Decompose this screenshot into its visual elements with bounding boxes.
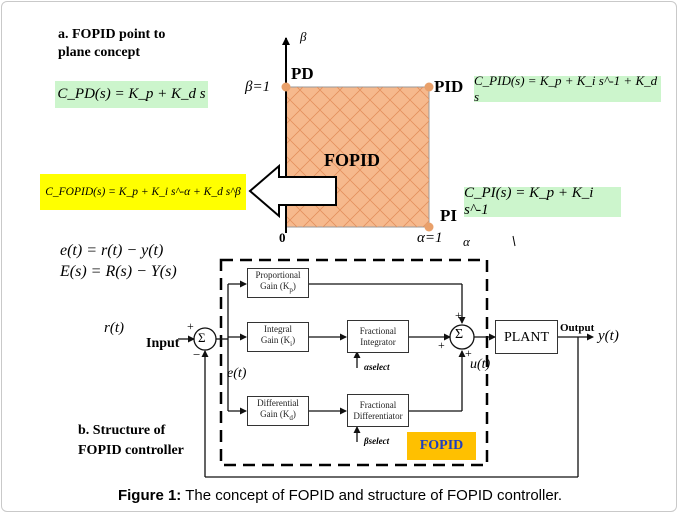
int-block-line2-wrap: Gain (Ki) — [260, 335, 296, 348]
diff-block-line1: Differential — [257, 398, 299, 409]
pid-dot — [424, 82, 434, 92]
sum-junction-1 — [193, 327, 217, 351]
s-domain-equation: E(s) = R(s) − Y(s) — [60, 263, 177, 280]
pid-formula-text: C_PID(s) = K_p + K_i s^-1 + K_d s — [474, 73, 658, 104]
pi-dot — [424, 222, 434, 232]
pd-dot — [281, 82, 291, 92]
fractional-integrator-block: Fractional Integrator — [347, 320, 409, 353]
diff-block-line2: Gain (K — [260, 409, 290, 420]
corner-pi-label: PI — [440, 206, 457, 225]
prop-block-line2-wrap: Gain (Kp) — [260, 281, 296, 294]
sum2-plus-left: + — [438, 338, 445, 352]
input-label: Input — [146, 336, 180, 351]
sum2-plus-bottom: + — [465, 346, 472, 360]
part-b-title-line2: FOPID controller — [78, 443, 184, 458]
int-block-sub: i — [290, 339, 293, 348]
fopid-boundary — [219, 258, 489, 467]
fopid-formula: C_FOPID(s) = K_p + K_i s^-α + K_d s^β — [40, 174, 246, 210]
frac-diff-line2: Differentiator — [353, 410, 403, 421]
prop-block-line2: Gain (K — [260, 281, 290, 292]
int-block-line2: Gain (K — [260, 335, 291, 346]
plane-center-label: FOPID — [324, 150, 380, 170]
time-domain-equation: e(t) = r(t) − y(t) — [60, 242, 164, 259]
frac-diff-line1: Fractional — [359, 399, 397, 410]
origin-label: 0 — [279, 230, 286, 245]
plant-block: PLANT — [495, 320, 558, 354]
beta-one-label: β=1 — [245, 79, 271, 95]
caption-text: The concept of FOPID and structure of FO… — [181, 487, 563, 504]
fopid-formula-text: C_FOPID(s) = K_p + K_i s^-α + K_d s^β — [45, 186, 241, 198]
pd-formula: C_PD(s) = K_p + K_d s — [55, 81, 208, 108]
pid-formula: C_PID(s) = K_p + K_i s^-1 + K_d s — [474, 73, 661, 104]
fopid-tag: FOPID — [407, 432, 476, 460]
fopid-tag-label: FOPID — [419, 438, 464, 453]
output-signal-label: y(t) — [598, 328, 619, 344]
sum1-minus-sign: − — [193, 347, 201, 362]
alpha-axis-label: α — [463, 234, 470, 249]
corner-pid-label: PID — [434, 77, 464, 96]
pd-formula-text: C_PD(s) = K_p + K_d s — [57, 86, 206, 102]
part-b-title-line1: b. Structure of — [78, 423, 166, 438]
frac-int-line2: Integrator — [360, 336, 396, 347]
fopid-arrow — [248, 163, 337, 219]
control-signal-label: u(t) — [470, 357, 491, 372]
sum-junction-2 — [449, 324, 475, 350]
caption-label: Figure 1: — [117, 487, 182, 504]
beta-axis-label: β — [300, 29, 307, 44]
part-a-title-line2: plane concept — [58, 45, 141, 60]
part-a-title-line1: a. FOPID point to — [58, 27, 166, 42]
prop-block-line1: Proportional — [255, 270, 301, 281]
proportional-gain-block: Proportional Gain (Kp) — [247, 268, 309, 298]
error-signal-label: e(t) — [227, 366, 247, 381]
frac-int-line1: Fractional — [359, 325, 397, 336]
alpha-tick — [512, 235, 516, 247]
pi-formula-text: C_PI(s) = K_p + K_i s^-1 — [464, 185, 594, 218]
input-signal-label: r(t) — [104, 320, 124, 336]
sum1-symbol: Σ — [198, 330, 206, 345]
prop-block-sub: p — [289, 285, 293, 294]
output-label: Output — [560, 322, 595, 334]
diff-block-sub: d — [289, 413, 293, 422]
sum2-plus-top: + — [455, 308, 462, 322]
beta-select-label: βselect — [364, 436, 390, 446]
differential-gain-block: Differential Gain (Kd) — [247, 396, 309, 426]
figure-caption: Figure 1: The concept of FOPID and struc… — [0, 487, 680, 504]
integral-gain-block: Integral Gain (Ki) — [247, 322, 309, 352]
diff-block-line2-wrap: Gain (Kd) — [260, 409, 296, 422]
corner-pd-label: PD — [291, 64, 314, 83]
plant-label: PLANT — [503, 329, 550, 345]
alpha-one-label: α=1 — [417, 230, 443, 246]
sum2-symbol: Σ — [455, 327, 464, 342]
int-block-line1: Integral — [264, 324, 292, 335]
fractional-differentiator-block: Fractional Differentiator — [347, 394, 409, 427]
alpha-select-label: αselect — [364, 362, 390, 372]
sum1-plus-sign: + — [187, 319, 194, 333]
pi-formula: C_PI(s) = K_p + K_i s^-1 — [464, 185, 621, 218]
